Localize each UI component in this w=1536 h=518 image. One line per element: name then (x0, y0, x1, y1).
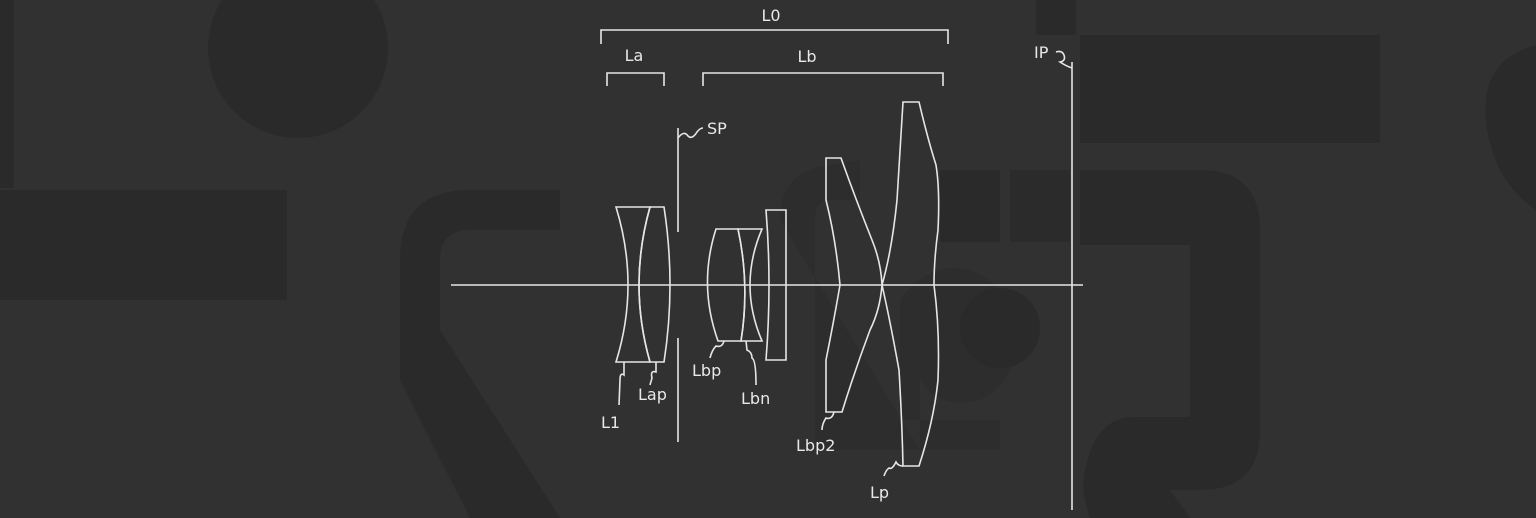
lens-lap (638, 206, 671, 363)
label-l0: L0 (761, 6, 780, 25)
bracket-l0: L0 (600, 6, 949, 44)
lens-lbn (737, 228, 764, 342)
bracket-lb: Lb (702, 47, 944, 86)
lens-lp (881, 101, 940, 467)
label-lbn: Lbn (741, 389, 770, 408)
leader-lbp (709, 340, 725, 359)
lens-element-plano (765, 209, 787, 361)
image-plane: IP (1034, 43, 1073, 510)
label-lbp: Lbp (692, 361, 721, 380)
leader-l1 (618, 362, 625, 406)
leader-lbp2 (821, 411, 835, 431)
label-lap: Lap (638, 385, 667, 404)
aperture-stop: SP (677, 119, 727, 442)
label-lb: Lb (797, 47, 816, 66)
leader-lap (649, 362, 657, 386)
bracket-la: La (606, 46, 665, 86)
lens-lbp2 (825, 157, 883, 413)
leader-lbn (745, 340, 757, 386)
leader-lp (883, 460, 904, 477)
label-la: La (625, 46, 644, 65)
label-ip: IP (1034, 43, 1049, 62)
label-sp: SP (707, 119, 727, 138)
label-l1: L1 (601, 413, 620, 432)
label-lp: Lp (870, 483, 889, 502)
label-lbp2: Lbp2 (796, 436, 835, 455)
